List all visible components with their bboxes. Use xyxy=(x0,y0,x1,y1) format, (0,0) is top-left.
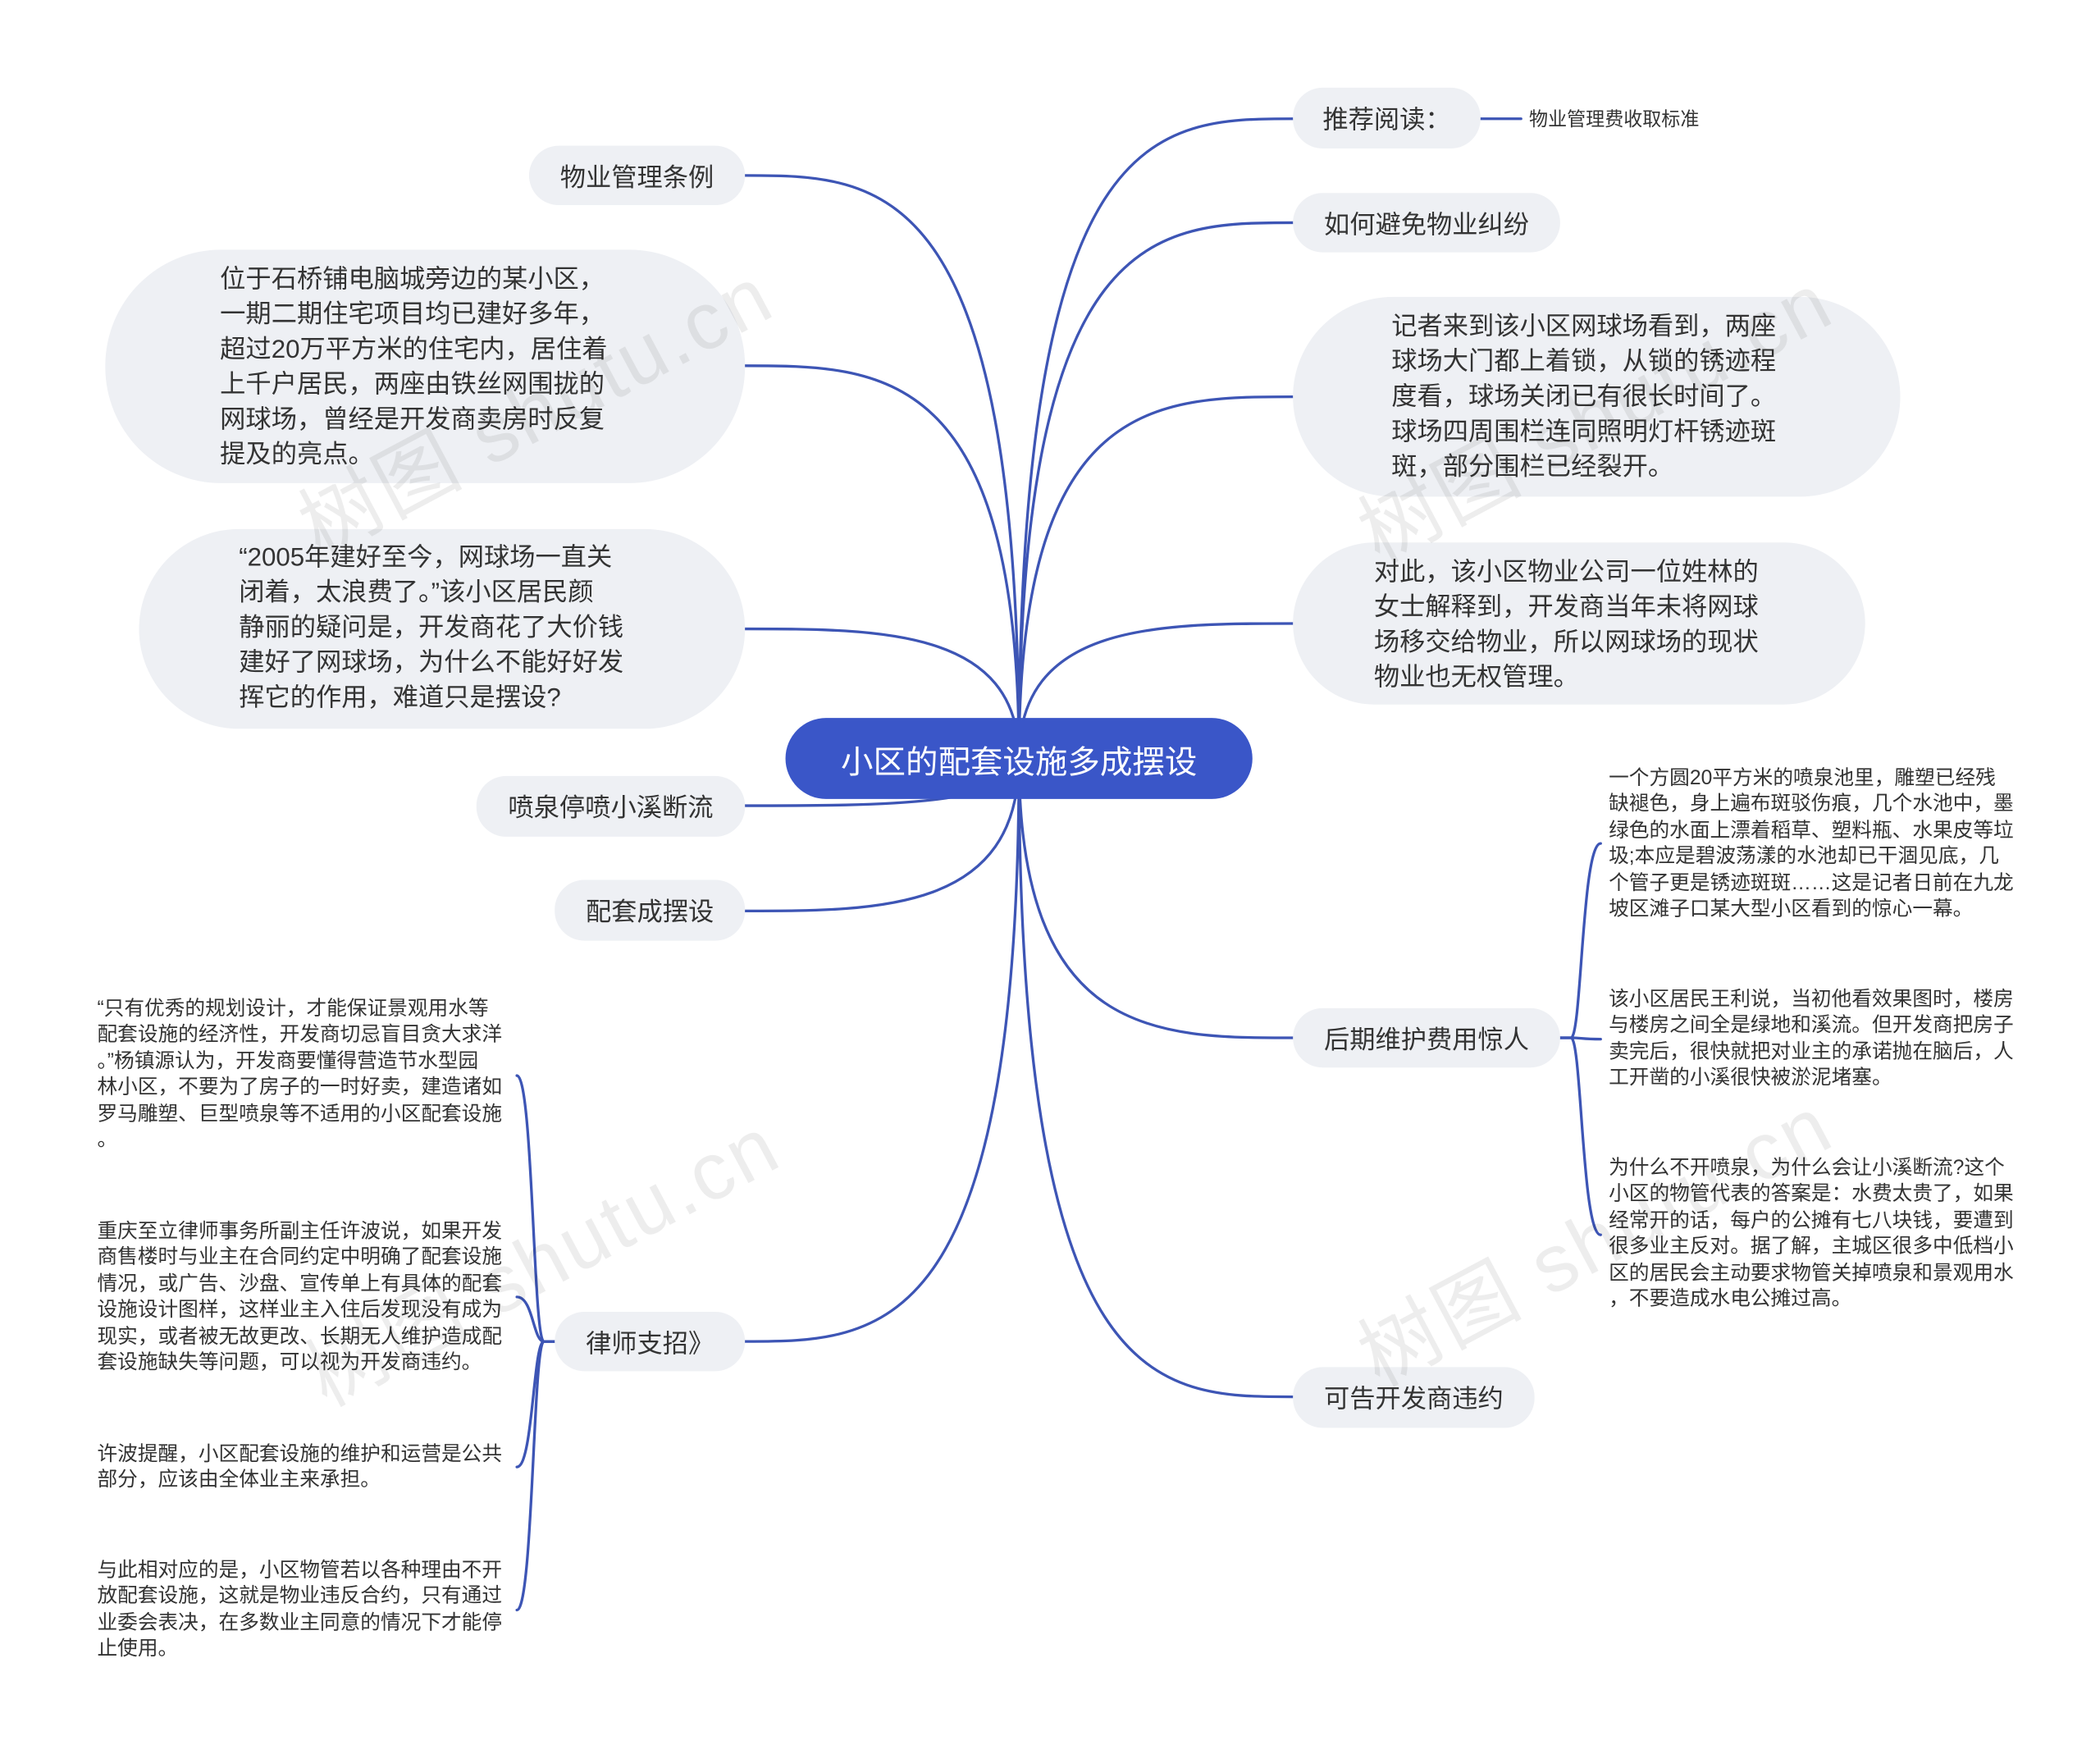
text-line: 商售楼时与业主在合同约定中明确了配套设施 xyxy=(97,1246,503,1269)
text-line: 为什么不开喷泉，为什么会让小溪断流?这个 xyxy=(1609,1156,2005,1180)
text-line: 球场四周围栏连同照明灯杆锈迹斑 xyxy=(1391,418,1777,447)
text-line: 圾;本应是碧波荡漾的水池却已干涸见底，几 xyxy=(1609,845,1999,869)
root-topic: 小区的配套设施多成摆设 xyxy=(785,718,1253,799)
text-line: 经常开的话，每户的公摊有七八块钱，要遭到 xyxy=(1609,1208,2014,1232)
topic-lawyer: 律师支招》 xyxy=(555,1311,746,1372)
maintenance-note-3: 为什么不开喷泉，为什么会让小溪断流?这个小区的物管代表的答案是：水费太贵了，如果… xyxy=(1609,1155,2014,1313)
connector-line xyxy=(743,756,1020,913)
text-line: 止使用。 xyxy=(97,1637,179,1660)
text-line: “2005年建好至今，网球场一直关 xyxy=(239,543,613,573)
text-line: 个管子更是锈迹斑斑……这是记者日前在九龙 xyxy=(1609,871,2014,895)
text-line: 罗马雕塑、巨型喷泉等不适用的小区配套设施 xyxy=(97,1102,503,1126)
text-line: 网球场，曾经是开发商卖房时反复 xyxy=(220,406,605,435)
text-line: 现实，或者被无故更改、长期无人维护造成配 xyxy=(97,1324,503,1348)
connector-line xyxy=(1017,756,1294,1039)
connector-line xyxy=(1017,622,1294,761)
text-line: 一期二期住宅项目均已建好多年， xyxy=(220,300,605,330)
topic-intro-text: 位于石桥铺电脑城旁边的某小区， 一期二期住宅项目均已建好多年， 超过20万平方米的住… xyxy=(220,263,607,474)
connector-line xyxy=(1559,842,1602,1039)
topic-quote xyxy=(139,528,746,729)
connector-line xyxy=(1017,221,1294,761)
text-line: 放配套设施，这就是物业违反合约，只有通过 xyxy=(97,1584,503,1608)
text-line: 业委会表决，在多数业主同意的情况下才能停 xyxy=(97,1610,503,1634)
text-line: 林小区，不要为了房子的一时好卖，建造诸如 xyxy=(97,1076,503,1099)
connector-line xyxy=(1017,395,1294,761)
topic-reporter xyxy=(1293,296,1901,497)
connector-line xyxy=(743,627,1020,761)
connector-line xyxy=(743,174,1020,761)
text-line: 与此相对应的是，小区物管若以各种理由不开 xyxy=(97,1558,503,1582)
text-line: 小区的物管代表的答案是：水费太贵了，如果 xyxy=(1609,1182,2014,1206)
maintenance-note-1: 一个方圆20平方米的喷泉池里，雕塑已经残缺褪色，身上遍布斑驳伤痕，几个水池中，墨… xyxy=(1609,765,2014,923)
topic-regulations: 物业管理条例 xyxy=(528,145,746,206)
topic-quote-text: “2005年建好至今，网球场一直关闭着，太浪费了。”该小区居民颜静丽的疑问是，开… xyxy=(239,541,623,717)
text-line: 。”杨镇源认为，开发商要懂得营造节水型园 xyxy=(97,1049,479,1073)
text-line: 度看，球场关闭已有很长时间了。 xyxy=(1391,383,1777,412)
text-line: ，不要造成水电公摊过高。 xyxy=(1609,1287,1852,1311)
text-line: 设施设计图样，这样业主入住后发现没有成为 xyxy=(97,1298,503,1322)
text-line: 坡区滩子口某大型小区看到的惊心一幕。 xyxy=(1609,897,1974,920)
lawyer-note-3: 许波提醒，小区配套设施的维护和运营是公共部分，应该由全体业主来承担。 xyxy=(97,1441,502,1494)
text-line: 。 xyxy=(97,1128,118,1152)
text-line: 部分，应该由全体业主来承担。 xyxy=(97,1469,381,1492)
lawyer-note-2: 重庆至立律师事务所副主任许波说，如果开发商售楼时与业主在合同约定中明确了配套设施… xyxy=(97,1218,502,1376)
lawyer-note-1: “只有优秀的规划设计，才能保证景观用水等配套设施的经济性，开发商切忌盲目贪大求洋… xyxy=(97,996,502,1153)
text-line: 一个方圆20平方米的喷泉池里，雕塑已经残 xyxy=(1609,766,1996,790)
text-line: 记者来到该小区网球场看到，两座 xyxy=(1391,313,1777,342)
text-line: 工开凿的小溪很快被淤泥堵塞。 xyxy=(1609,1066,1892,1089)
topic-fountain: 喷泉停喷小溪断流 xyxy=(476,775,746,837)
text-line: 区的居民会主动要求物管关掉喷泉和景观用水 xyxy=(1609,1261,2014,1285)
text-line: 缺褪色，身上遍布斑驳伤痕，几个水池中，墨 xyxy=(1609,793,2014,816)
text-line: 位于石桥铺电脑城旁边的某小区， xyxy=(220,266,605,295)
text-line: 情况，或广告、沙盘、宣传单上有具体的配套 xyxy=(97,1272,503,1295)
connector-line xyxy=(1017,756,1294,1399)
topic-explain xyxy=(1293,542,1865,705)
topic-reporter-text: 记者来到该小区网球场看到，两座球场大门都上着锁，从锁的锈迹程度看，球场关闭已有很… xyxy=(1391,310,1776,486)
text-line: “只有优秀的规划设计，才能保证景观用水等 xyxy=(97,997,489,1021)
topic-intro xyxy=(105,249,746,483)
text-line: 重庆至立律师事务所副主任许波说，如果开发 xyxy=(97,1220,503,1244)
text-line: 很多业主反对。据了解，主城区很多中低档小 xyxy=(1609,1235,2014,1259)
connector-line xyxy=(515,1295,556,1343)
connector-line xyxy=(743,364,1020,761)
lawyer-note-4: 与此相对应的是，小区物管若以各种理由不开放配套设施，这就是物业违反合约，只有通过… xyxy=(97,1557,502,1662)
connector-line xyxy=(1559,1036,1602,1236)
text-line: 卖完后，很快就把对业主的承诺抛在脑后，人 xyxy=(1609,1039,2014,1063)
text-line: 绿色的水面上漂着稻草、塑料瓶、水果皮等垃 xyxy=(1609,819,2014,843)
text-line: 配套设施的经济性，开发商切忌盲目贪大求洋 xyxy=(97,1023,503,1047)
text-line: 闭着，太浪费了。”该小区居民颜 xyxy=(239,578,594,608)
text-line: 静丽的疑问是，开发商花了大价钱 xyxy=(239,614,624,643)
topic-decor: 配套成摆设 xyxy=(555,879,746,941)
maintenance-note-2: 该小区居民王利说，当初他看效果图时，楼房与楼房之间全是绿地和溪流。但开发商把房子… xyxy=(1609,987,2014,1092)
text-line: 物业也无权管理。 xyxy=(1373,664,1579,692)
text-line: 斑，部分围栏已经裂开。 xyxy=(1391,453,1674,482)
reading-link[interactable]: 物业管理费收取标准 xyxy=(1529,107,1700,130)
connector-line xyxy=(743,756,1020,1343)
topic-maintenance: 后期维护费用惊人 xyxy=(1293,1007,1560,1068)
text-line: 上千户居民，两座由铁丝网围拢的 xyxy=(220,371,605,400)
text-line: 场移交给物业，所以网球场的现状 xyxy=(1373,628,1759,658)
topic-explain-text: 对此，该小区物业公司一位姓林的女士解释到，开发商当年未将网球场移交给物业，所以网… xyxy=(1374,556,1759,697)
text-line: 建好了网球场，为什么不能好好发 xyxy=(239,649,624,678)
topic-sue-developer: 可告开发商违约 xyxy=(1293,1367,1535,1428)
text-line: 提及的亮点。 xyxy=(220,441,374,470)
text-line: 该小区居民王利说，当初他看效果图时，楼房 xyxy=(1609,988,2014,1012)
connector-line xyxy=(515,1074,556,1343)
text-line: 超过20万平方米的住宅内，居住着 xyxy=(220,336,608,365)
text-line: 与楼房之间全是绿地和溪流。但开发商把房子 xyxy=(1609,1014,2014,1038)
connector-line xyxy=(1017,117,1294,761)
text-line: 套设施缺失等问题，可以视为开发商违约。 xyxy=(97,1350,482,1374)
text-line: 挥它的作用，难道只是摆设? xyxy=(239,684,561,713)
connector-line xyxy=(515,1340,556,1612)
text-line: 球场大门都上着锁，从锁的锈迹程 xyxy=(1391,348,1777,377)
topic-avoid-disputes: 如何避免物业纠纷 xyxy=(1293,193,1560,253)
text-line: 许波提醒，小区配套设施的维护和运营是公共 xyxy=(97,1442,503,1466)
text-line: 对此，该小区物业公司一位姓林的 xyxy=(1373,559,1759,587)
topic-reading: 推荐阅读： xyxy=(1293,87,1481,148)
text-line: 女士解释到，开发商当年未将网球 xyxy=(1373,593,1759,623)
